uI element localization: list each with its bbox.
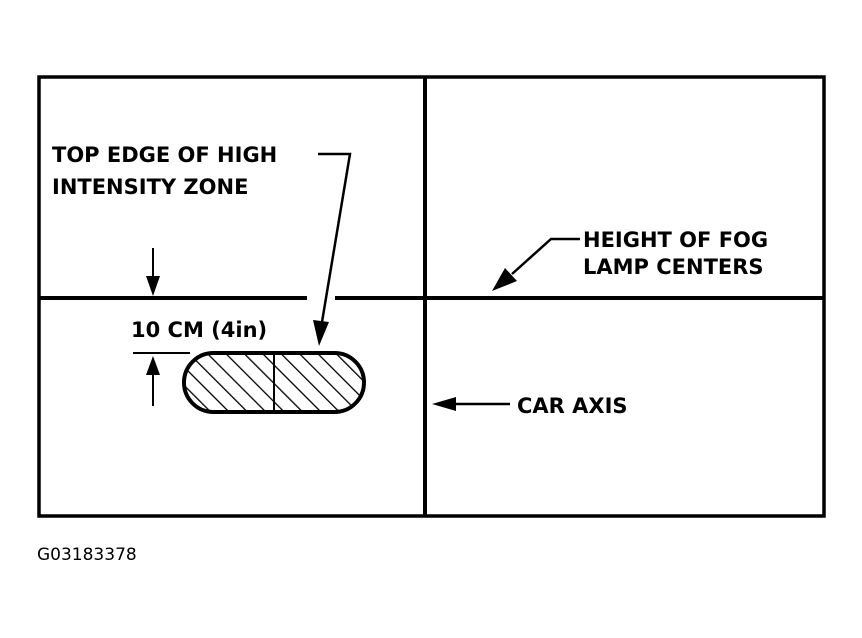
distance-dimension-arrows [133,248,190,406]
top-edge-leader [313,152,352,346]
high-intensity-zone [182,351,366,414]
figure-id: G03183378 [37,545,137,565]
fog-height-label-line2: LAMP CENTERS [583,255,764,279]
fog-height-label-line1: HEIGHT OF FOG [583,228,768,252]
top-edge-label-line2: INTENSITY ZONE [52,175,248,199]
car-axis-label: CAR AXIS [517,394,628,418]
top-edge-label-line1: TOP EDGE OF HIGH [52,143,277,167]
fog-height-leader [492,237,580,291]
distance-label: 10 CM (4in) [131,318,267,342]
car-axis-leader [432,397,510,411]
